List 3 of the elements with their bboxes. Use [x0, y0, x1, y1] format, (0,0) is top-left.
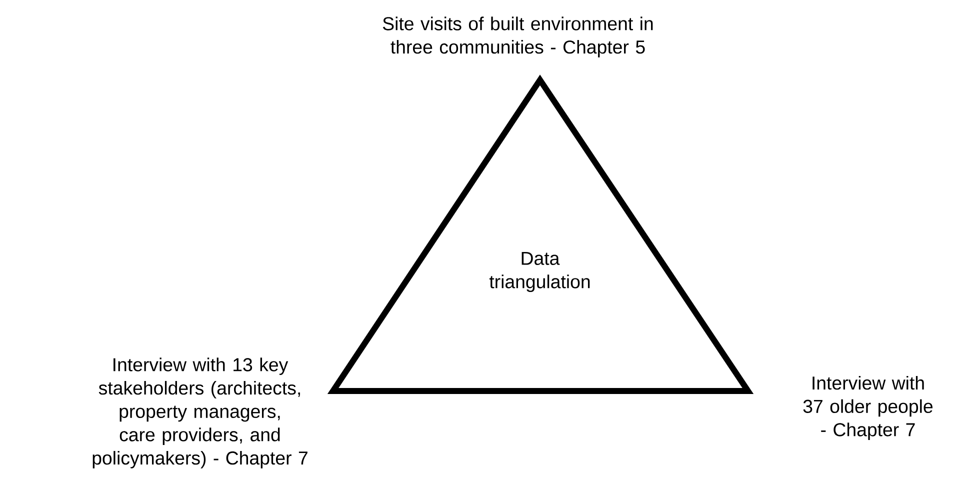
vertex-label: Interview with 13 key stakeholders (architects, property managers, care providers, and policymakers) - Chapter 7 [92, 358, 308, 468]
vertex-label: Site visits of built environment in three communities - Chapter 5 [382, 16, 653, 58]
vertex-label: Interview with 37 older people - Chapter 7 [803, 376, 933, 440]
